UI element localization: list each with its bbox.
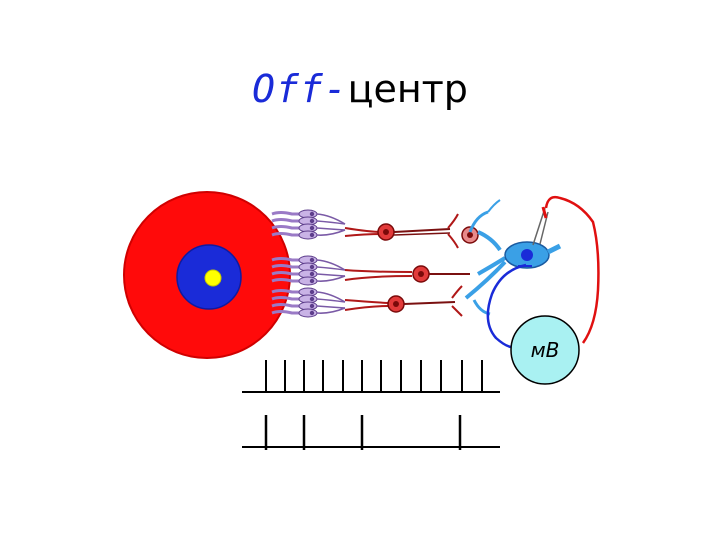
photoreceptor-cell-8	[271, 275, 346, 286]
photoreceptor-cell-12	[271, 307, 346, 318]
photoreceptor-cell-10	[271, 294, 346, 304]
bipolar-pathway-middle	[344, 265, 470, 283]
bipolar-pathway-top	[344, 213, 479, 249]
photoreceptor-cell-4	[271, 229, 346, 240]
recording-wire	[544, 195, 600, 344]
recording-electrode	[532, 206, 549, 246]
spike-train-after	[242, 415, 500, 450]
photoreceptor-cell-11	[271, 301, 346, 311]
title-center-word: центр	[347, 67, 468, 111]
slide-title: Off-центр	[0, 70, 720, 108]
bipolar-pathways	[344, 213, 479, 317]
photoreceptor-cell-2	[271, 216, 346, 226]
spike-train-before	[242, 360, 500, 393]
ganglion-cell	[464, 199, 562, 316]
photoreceptor-cell-6	[271, 262, 346, 272]
photoreceptor-cell-9	[271, 287, 346, 303]
spike-train-after-spikes	[264, 415, 462, 450]
light-spot	[204, 269, 222, 287]
photoreceptor-cell-5	[271, 255, 346, 271]
photoreceptor-cluster	[271, 209, 346, 318]
millivoltmeter-dial	[510, 315, 580, 385]
photoreceptor-cell-7	[271, 269, 346, 279]
spike-train-before-spikes	[265, 360, 483, 392]
title-off-prefix: Off-	[252, 67, 348, 111]
millivoltmeter: мВ	[510, 315, 580, 385]
bipolar-pathway-bottom	[344, 285, 463, 317]
reference-wire	[486, 263, 527, 349]
receptive-field	[123, 191, 291, 359]
millivoltmeter-label: мВ	[531, 338, 560, 362]
photoreceptor-cell-3	[271, 223, 346, 233]
photoreceptor-cell-1	[271, 209, 346, 225]
